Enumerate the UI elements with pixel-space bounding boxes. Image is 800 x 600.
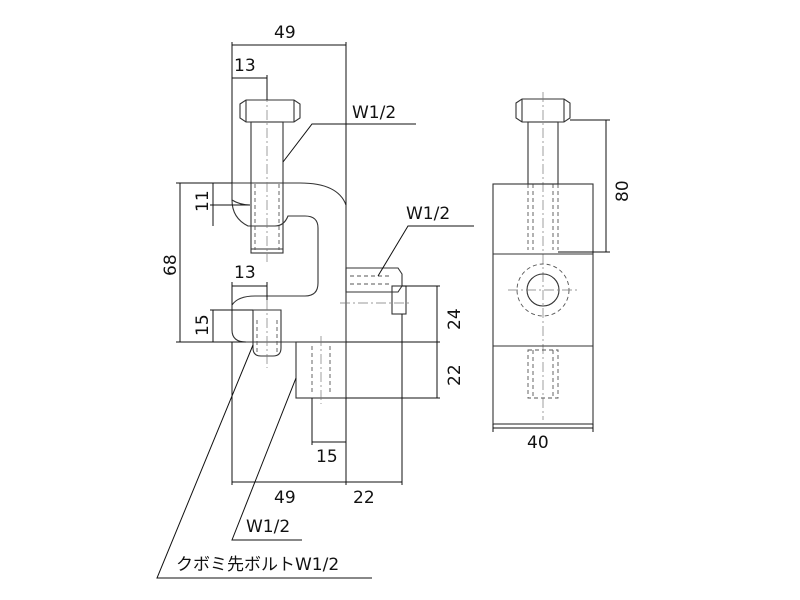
dim-right-22: 22 [445, 364, 465, 386]
upper-bolt-shaft [250, 121, 284, 254]
upper-bolt-head [239, 99, 301, 123]
dim-height-68: 68 [161, 254, 181, 276]
dim-lower-bolt-13: 13 [234, 263, 256, 283]
dim-front-80: 80 [613, 180, 633, 202]
dim-top-49: 49 [274, 23, 296, 43]
front-bolt-head [515, 98, 571, 123]
front-view: 80 40 [492, 92, 633, 453]
leader-thread-side [377, 225, 474, 277]
side-nipple-flange [391, 285, 407, 315]
dim-lower-jaw-15: 15 [193, 314, 213, 336]
dim-bottom-22: 22 [353, 488, 375, 508]
callout-thread-side: W1/2 [406, 204, 450, 224]
dim-bottom-15: 15 [316, 447, 338, 467]
leader-thread-bottom [231, 377, 302, 541]
callout-thread-bottom: W1/2 [246, 517, 290, 537]
callout-thread-top: W1/2 [352, 103, 396, 123]
dim-upper-jaw-11: 11 [193, 190, 213, 212]
upper-jaw-tip [231, 199, 251, 206]
dim-bolt-head-13: 13 [234, 56, 256, 76]
side-view: 49 13 68 11 13 15 24 22 15 [156, 23, 474, 579]
front-lower-bolt [527, 349, 559, 399]
lower-bolt [252, 309, 282, 357]
dim-right-24: 24 [445, 308, 465, 330]
leader-thread-top [282, 123, 416, 163]
leader-bolt [156, 344, 372, 579]
side-nipple [345, 267, 403, 293]
callout-bolt: クボミ先ボルトW1/2 [176, 555, 339, 575]
dim-bottom-49: 49 [274, 488, 296, 508]
front-body [492, 183, 594, 425]
dim-front-40: 40 [527, 433, 549, 453]
